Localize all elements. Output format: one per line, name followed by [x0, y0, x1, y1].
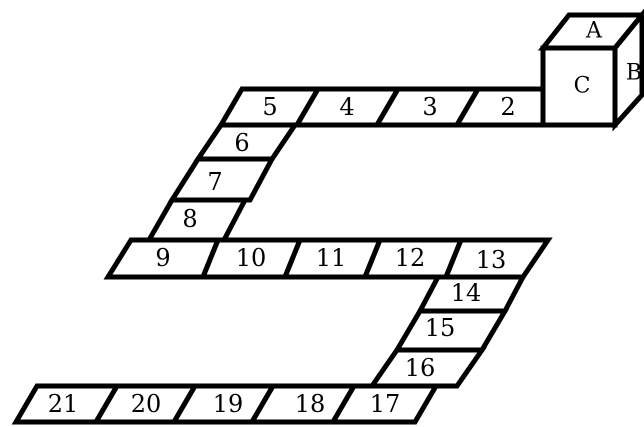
square-label: 10 [236, 244, 267, 272]
square-15: 15 [397, 311, 505, 350]
square-6: 6 [198, 125, 295, 159]
square-label: 8 [182, 205, 197, 233]
cube: A C B [543, 15, 642, 125]
square-label: 11 [316, 244, 347, 272]
cube-side-label: B [626, 61, 642, 86]
square-7: 7 [172, 159, 272, 200]
square-16: 16 [372, 350, 482, 386]
square-13: 13 [446, 240, 548, 277]
square-8: 8 [149, 200, 245, 240]
square-label: 20 [131, 390, 162, 418]
cube-front-label: C [574, 74, 591, 99]
square-label: 19 [213, 390, 244, 418]
square-label: 4 [339, 93, 354, 121]
square-label: 7 [207, 168, 222, 196]
square-label: 13 [476, 246, 507, 274]
square-label: 3 [422, 93, 437, 121]
square-14: 14 [420, 277, 523, 311]
square-label: 21 [48, 390, 79, 418]
square-label: 14 [451, 279, 482, 307]
square-label: 12 [395, 244, 426, 272]
square-label: 5 [262, 93, 277, 121]
cube-top-label: A [585, 19, 603, 44]
square-9: 9 [108, 240, 218, 277]
square-label: 17 [370, 390, 401, 418]
square-label: 16 [405, 354, 436, 382]
square-17: 17 [333, 386, 436, 422]
square-label: 6 [234, 129, 249, 157]
square-label: 2 [500, 93, 515, 121]
square-label: 18 [295, 390, 326, 418]
square-label: 15 [425, 314, 456, 342]
square-label: 9 [155, 244, 170, 272]
